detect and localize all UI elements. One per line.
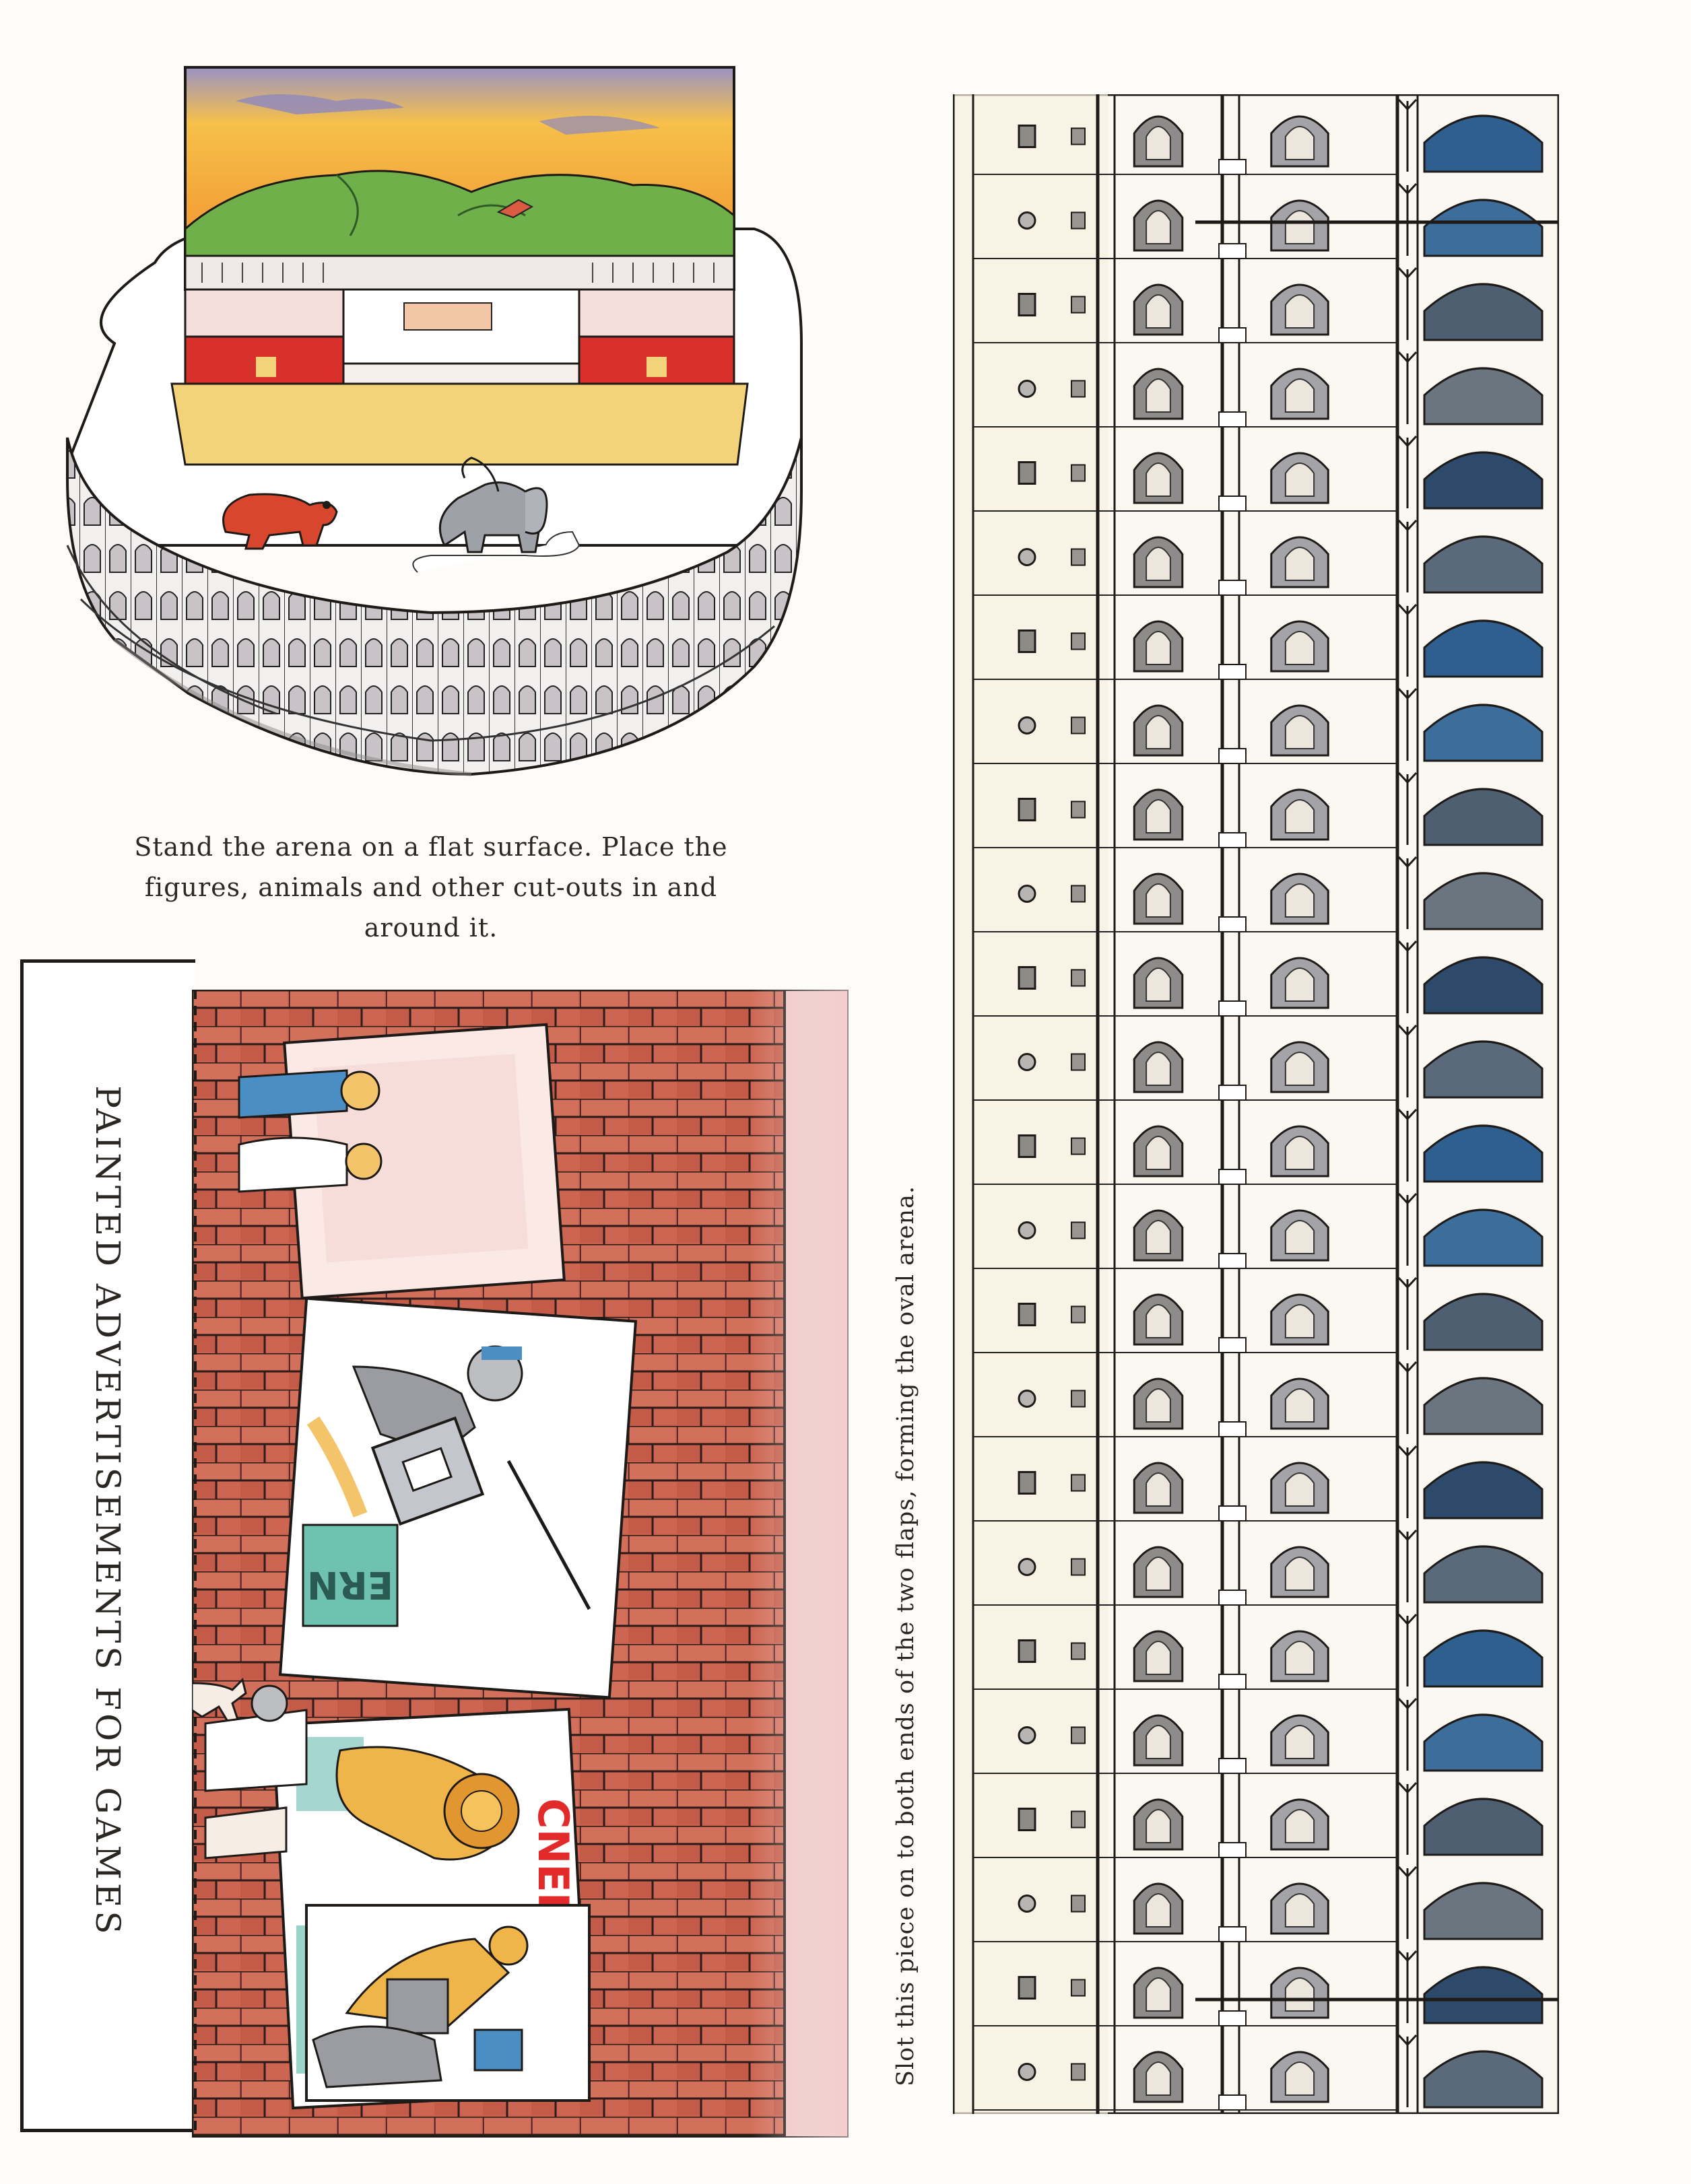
strip-window [1071,1053,1086,1071]
blue-arch [1423,2050,1544,2109]
blue-arch [1423,704,1544,762]
blue-arch [1423,619,1544,678]
slot-instruction-container: Slot this piece on to both ends of the t… [869,1091,943,2181]
strip-window [1071,464,1086,482]
strip-window [1071,969,1086,987]
strip-window [1071,1810,1086,1829]
strip-window [1018,1053,1036,1071]
blue-arch [1423,199,1544,257]
gladiator-figure [306,1345,591,1610]
strip-window [1018,1134,1036,1158]
strip-window [1018,1390,1036,1408]
strip-window [1071,1137,1086,1155]
blue-arch [1423,1713,1544,1772]
strip-window [1071,296,1086,314]
strip-window [1018,1303,1036,1326]
strip-window [1071,1305,1086,1324]
blue-arch [1423,1629,1544,1688]
blue-arch [1423,1461,1544,1520]
strip-window [1018,1471,1036,1495]
strip-window [1071,1895,1086,1913]
strip-window [1018,966,1036,990]
strip-window [1071,716,1086,735]
fold-flap [20,959,195,2132]
blue-arch [1423,1882,1544,1940]
colonnade-wall [66,437,803,776]
bear-figure [222,493,338,550]
blue-arch [1423,1377,1544,1435]
strip-window [1071,548,1086,566]
strip-window [1071,127,1086,145]
poster-gladiator: ERN [278,1297,638,1699]
slot-instruction: Slot this piece on to both ends of the t… [892,1185,919,2087]
strip-window [1018,293,1036,316]
blue-arch [1423,1798,1544,1856]
advertisement-wall: ERN CNEPO [192,990,849,2138]
blue-arch [1423,1124,1544,1183]
sand-floor [170,382,749,466]
strip-window [1018,1221,1036,1239]
strip-window [1018,1895,1036,1913]
strip-window [1018,1558,1036,1576]
strip-window [1018,885,1036,903]
strip-window [1071,2063,1086,2081]
strip-window [1071,885,1086,903]
strip-window [1018,716,1036,735]
blue-arch [1423,956,1544,1015]
strip-window [1018,548,1036,566]
blue-arch [1423,535,1544,594]
assembly-caption: Stand the arena on a flat surface. Place… [134,832,728,943]
colonnade-strip [953,94,1559,2114]
strip-window [1071,1474,1086,1492]
strip-window [1071,380,1086,398]
strip-window [1018,1726,1036,1744]
blue-arch [1423,451,1544,510]
poster-green-text: ERN [307,1563,393,1606]
strip-window [1018,380,1036,398]
strip-window [1018,211,1036,230]
strip-window [1018,1976,1036,2000]
strip-window [1018,798,1036,821]
panel-title-container: PAINTED ADVERTISEMENTS FOR GAMES [71,1085,145,1937]
strip-window [1071,1726,1086,1744]
blue-arch [1423,283,1544,341]
strip-window [1071,1642,1086,1660]
strip-window [1071,1221,1086,1239]
strip-window [1018,1808,1036,1831]
blue-arch [1423,1545,1544,1604]
strip-window [1071,632,1086,650]
poster-fighters [305,1904,591,2102]
strip-window [1018,461,1036,485]
strip-window [1018,629,1036,653]
lion-figure [335,1746,520,1861]
blue-arch [1423,367,1544,425]
blue-arch [1423,872,1544,930]
strip-window [1018,125,1036,148]
panel-title: PAINTED ADVERTISEMENTS FOR GAMES [88,1085,127,1938]
strip-window [1071,1979,1086,1997]
strip-window [1018,1639,1036,1663]
blue-arch [1423,788,1544,846]
strip-window [1018,2063,1036,2081]
strip-window [1071,800,1086,819]
strip-window [1071,1390,1086,1408]
assembled-arena-illustration [65,66,803,776]
backdrop-scene [184,66,735,291]
elephant-figure [412,456,581,573]
dog-figure [192,1678,247,1725]
blue-arch [1423,1293,1544,1351]
blue-arch [1423,1966,1544,2024]
poster-figures [238,1023,566,1300]
strip-window [1071,1558,1086,1576]
strip-window [1071,211,1086,230]
blue-arch [1423,1040,1544,1099]
blue-arch [1423,1208,1544,1267]
blue-arch [1423,114,1544,173]
